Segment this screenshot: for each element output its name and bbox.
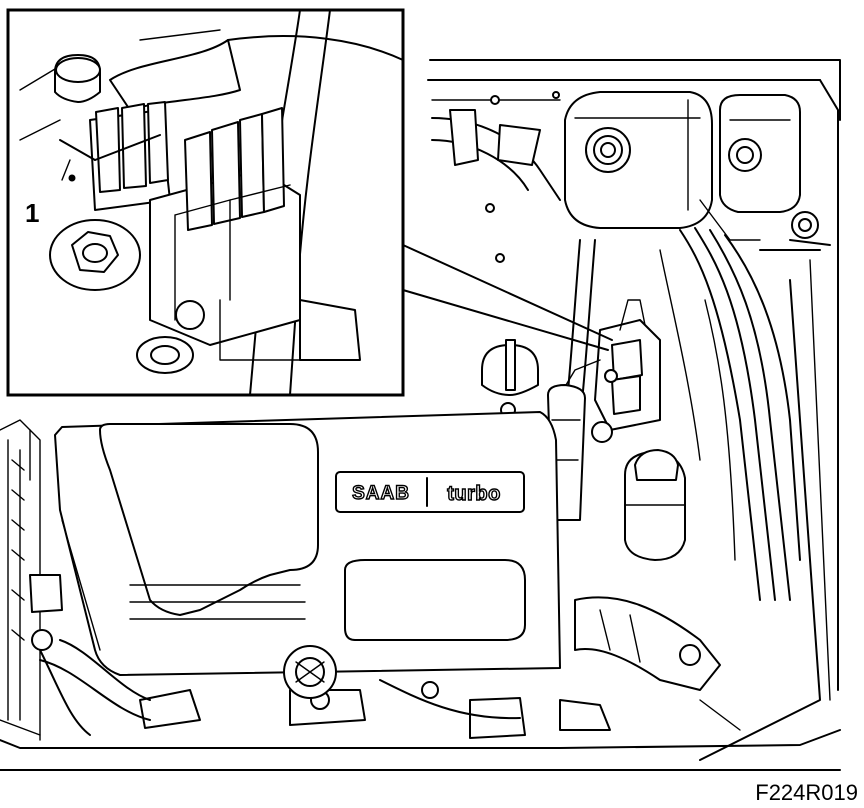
figure-reference: F224R019 xyxy=(755,780,858,805)
detail-inset: 1 xyxy=(6,8,613,397)
logo-model: turbo xyxy=(447,483,501,505)
engine-bay: SAAB turbo xyxy=(0,59,841,771)
logo-plate xyxy=(335,471,525,513)
callout-leader xyxy=(61,159,71,181)
callout-number: 1 xyxy=(25,198,39,228)
inset-pointer-line xyxy=(402,244,613,341)
engine-cover: SAAB turbo xyxy=(54,411,561,699)
inset-pointer-line-2 xyxy=(402,289,609,351)
callout-dot xyxy=(68,174,76,182)
logo-brand: SAAB xyxy=(352,483,410,504)
